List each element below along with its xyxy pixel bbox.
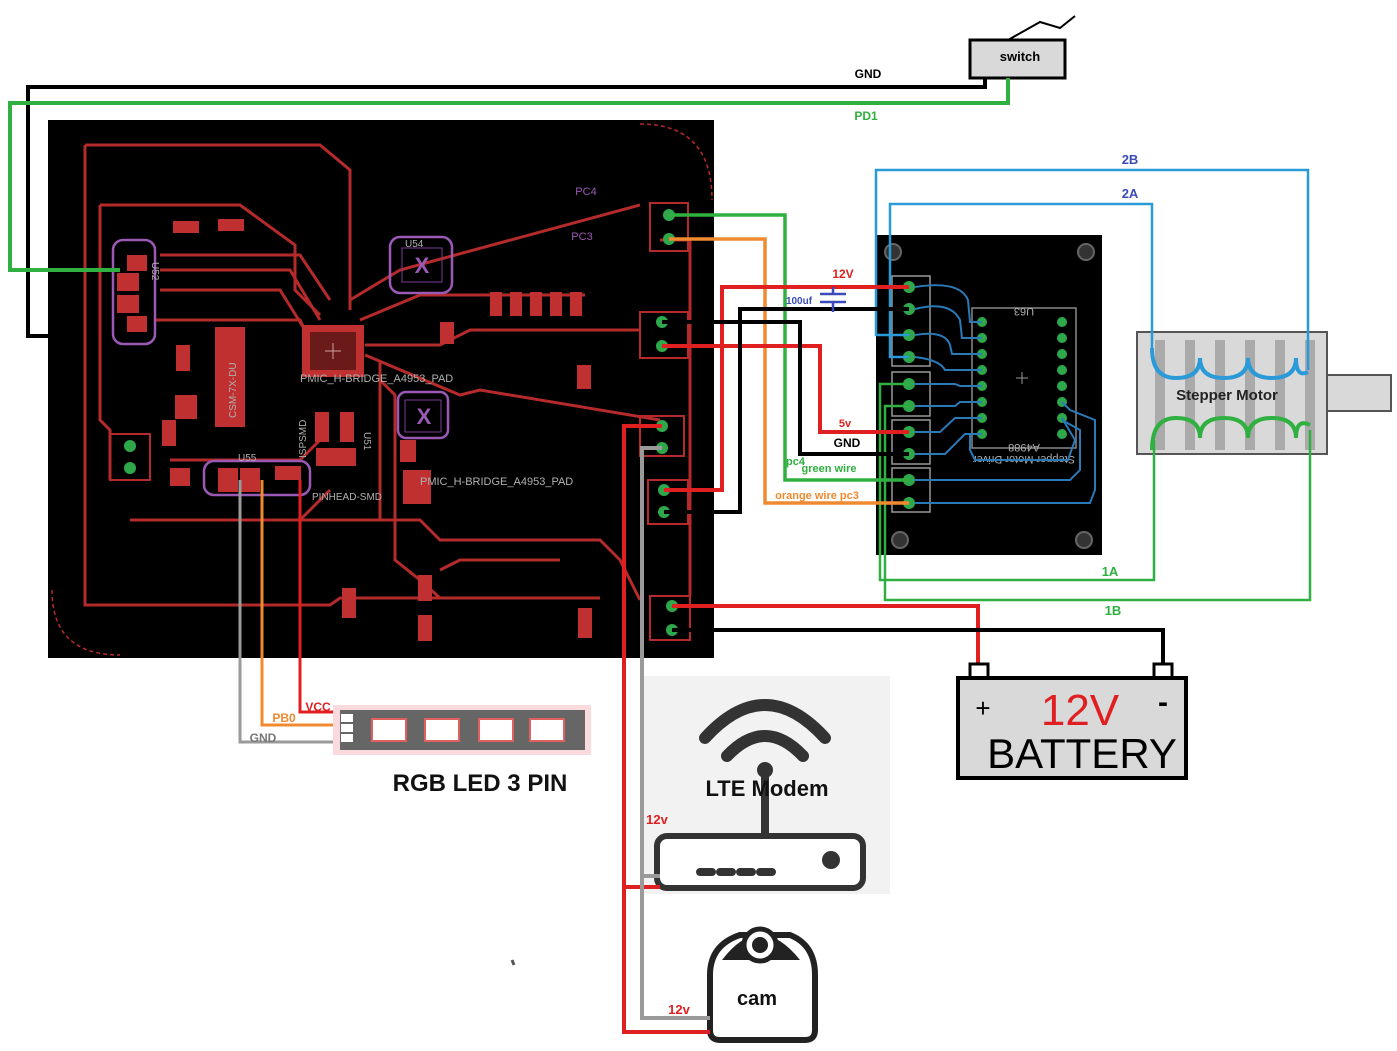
- driver-chip: A4988: [1008, 441, 1040, 453]
- mcu-chip: [302, 325, 364, 377]
- silk-u55: U55: [238, 453, 257, 464]
- pc4-label: PC4: [575, 186, 596, 198]
- modem-label: LTE Modem: [705, 776, 828, 801]
- coil-1b-label: 1B: [1105, 603, 1122, 618]
- stepper-motor-label: Stepper Motor: [1176, 387, 1278, 404]
- u54-mark-x: X: [415, 253, 430, 278]
- lte-modem: LTE Modem: [644, 676, 890, 894]
- battery-minus: -: [1158, 686, 1168, 719]
- peripheral-power-wires: [622, 424, 710, 1034]
- silk-bridge-pad: PMIC_H-BRIDGE_A4953_PAD: [300, 373, 453, 385]
- gnd-switch-label: GND: [855, 67, 882, 81]
- silk-u52: U52: [149, 262, 160, 281]
- vcc-label: VCC: [305, 700, 331, 714]
- switch-component: switch: [968, 15, 1076, 80]
- pc3-label: PC3: [571, 231, 592, 243]
- battery-voltage: 12V: [1041, 686, 1120, 735]
- battery-plus: +: [975, 693, 990, 723]
- orange-wire-label: orange wire pc3: [775, 490, 859, 502]
- rgb-led-label: RGB LED 3 PIN: [393, 770, 568, 797]
- driver-ref: U63: [1014, 305, 1034, 317]
- coil-2b-label: 2B: [1122, 152, 1139, 167]
- gnd-driver-label: GND: [834, 436, 861, 450]
- pb0-label: PB0: [272, 711, 296, 725]
- switch-label: switch: [1000, 49, 1041, 64]
- stepper-driver-board: U63 A4988 Stepper Motor Driver: [876, 235, 1102, 555]
- coil-wires: [874, 168, 1312, 602]
- coil-1a-label: 1A: [1102, 564, 1119, 579]
- pd1-label: PD1: [854, 109, 878, 123]
- stray-mark: [510, 959, 516, 966]
- capacitor: [820, 287, 846, 312]
- cam-label: cam: [737, 988, 777, 1010]
- silk-ispsmd: ISPSMD: [298, 420, 309, 458]
- silk-u54: U54: [405, 239, 424, 250]
- cap-label: 100uf: [786, 296, 813, 307]
- driver-internal-wires: [914, 284, 1096, 504]
- driver-power-wires: [662, 285, 909, 514]
- highlight-marks: [111, 235, 454, 497]
- battery: + - 12V BATTERY: [672, 604, 1188, 780]
- rgb-led-strip: VCC PB0 GND RGB LED 3 PIN: [238, 480, 591, 797]
- v12-cam-label: 12v: [668, 1002, 690, 1017]
- switch-wires: [8, 78, 1010, 338]
- pc4-small-label: pc4: [786, 456, 806, 468]
- silk-bridge-pad-2: PMIC_H-BRIDGE_A4953_PAD: [420, 476, 573, 488]
- pcb-board: X X U54 PMIC_H-BRIDGE_A4953_PAD PMIC_H-B…: [48, 120, 714, 658]
- v12-driver-label: 12V: [832, 267, 853, 281]
- silk-u51: U51: [361, 432, 372, 451]
- v5-label: 5v: [839, 418, 852, 430]
- battery-label: BATTERY: [987, 730, 1177, 777]
- gnd-led-label: GND: [250, 731, 277, 745]
- camera: cam: [707, 926, 818, 1043]
- silk-pinhead: PINHEAD-SMD: [312, 492, 382, 503]
- coil-2a-label: 2A: [1122, 186, 1139, 201]
- silk-crystal: CSM-7X-DU: [228, 362, 239, 418]
- green-wire-label: green wire: [801, 463, 856, 475]
- bridge-mark-x: X: [417, 404, 432, 429]
- stepper-motor: Stepper Motor: [1136, 331, 1392, 455]
- v12-modem-label: 12v: [646, 812, 668, 827]
